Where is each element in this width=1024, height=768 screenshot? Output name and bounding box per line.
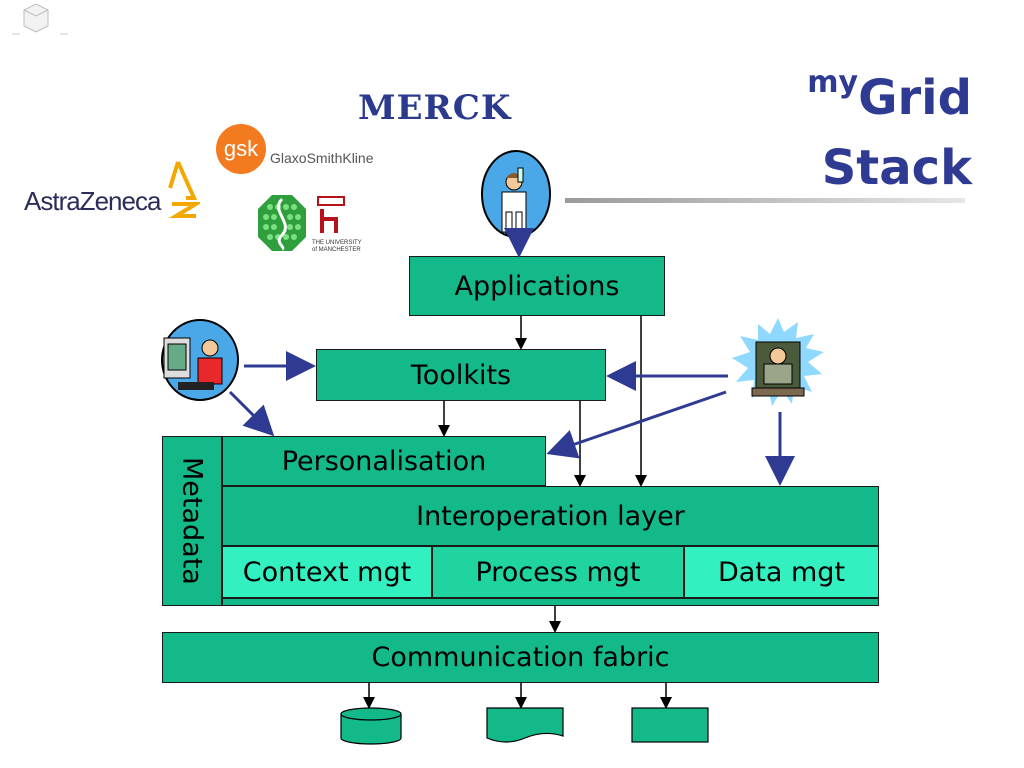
interoperation-label: Interoperation layer (416, 500, 685, 532)
slide-logo-icon (12, 3, 68, 35)
data-mgt-layer: Data mgt (684, 546, 879, 598)
toolkits-label: Toolkits (410, 359, 512, 391)
astrazeneca-logo: AstraZeneca (24, 186, 161, 216)
toolkits-layer: Toolkits (316, 349, 606, 401)
user-at-computer-clipart-icon (161, 319, 239, 401)
communication-label: Communication fabric (371, 642, 670, 673)
gsk-logo: gsk (216, 124, 266, 174)
process-mgt-label: Process mgt (475, 556, 641, 588)
developer-at-computer-clipart-icon (732, 318, 824, 406)
arrow-user-personalisation (228, 390, 275, 437)
astrazeneca-symbol-icon (168, 161, 200, 218)
interoperation-base-strip (222, 598, 879, 606)
interoperation-layer: Interoperation layer (222, 486, 879, 546)
database-cylinder-icon (340, 707, 402, 745)
dna-logo-icon (258, 195, 306, 251)
context-mgt-layer: Context mgt (222, 546, 432, 598)
scientist-clipart-icon (481, 150, 551, 238)
personalisation-label: Personalisation (281, 445, 487, 477)
metadata-label: Metadata (176, 457, 208, 585)
title-prefix: my (807, 65, 859, 100)
title-divider (565, 198, 965, 203)
applications-label: Applications (454, 270, 620, 302)
manchester-text: THE UNIVERSITY of MANCHESTER (312, 240, 362, 254)
metadata-layer: Metadata (162, 436, 222, 606)
title-line2: Stack (821, 140, 972, 196)
title-line1: Grid (858, 70, 972, 126)
document-icon (486, 707, 564, 743)
manchester-crest-icon (317, 196, 345, 233)
personalisation-layer: Personalisation (222, 436, 546, 486)
communication-fabric-layer: Communication fabric (162, 632, 879, 683)
storage-box-icon (631, 707, 709, 743)
process-mgt-layer: Process mgt (432, 546, 684, 598)
slide-title: myGrid Stack (807, 48, 972, 203)
data-mgt-label: Data mgt (717, 556, 846, 588)
merck-logo: MERCK (358, 88, 512, 128)
manchester-line1: THE UNIVERSITY (312, 240, 362, 246)
gsk-name: GlaxoSmithKline (270, 150, 374, 166)
gsk-logo-text: gsk (223, 136, 259, 161)
applications-layer: Applications (409, 256, 665, 316)
context-mgt-label: Context mgt (242, 556, 412, 588)
arrow-developer-personalisation (546, 390, 727, 459)
manchester-line2: of MANCHESTER (312, 247, 361, 253)
